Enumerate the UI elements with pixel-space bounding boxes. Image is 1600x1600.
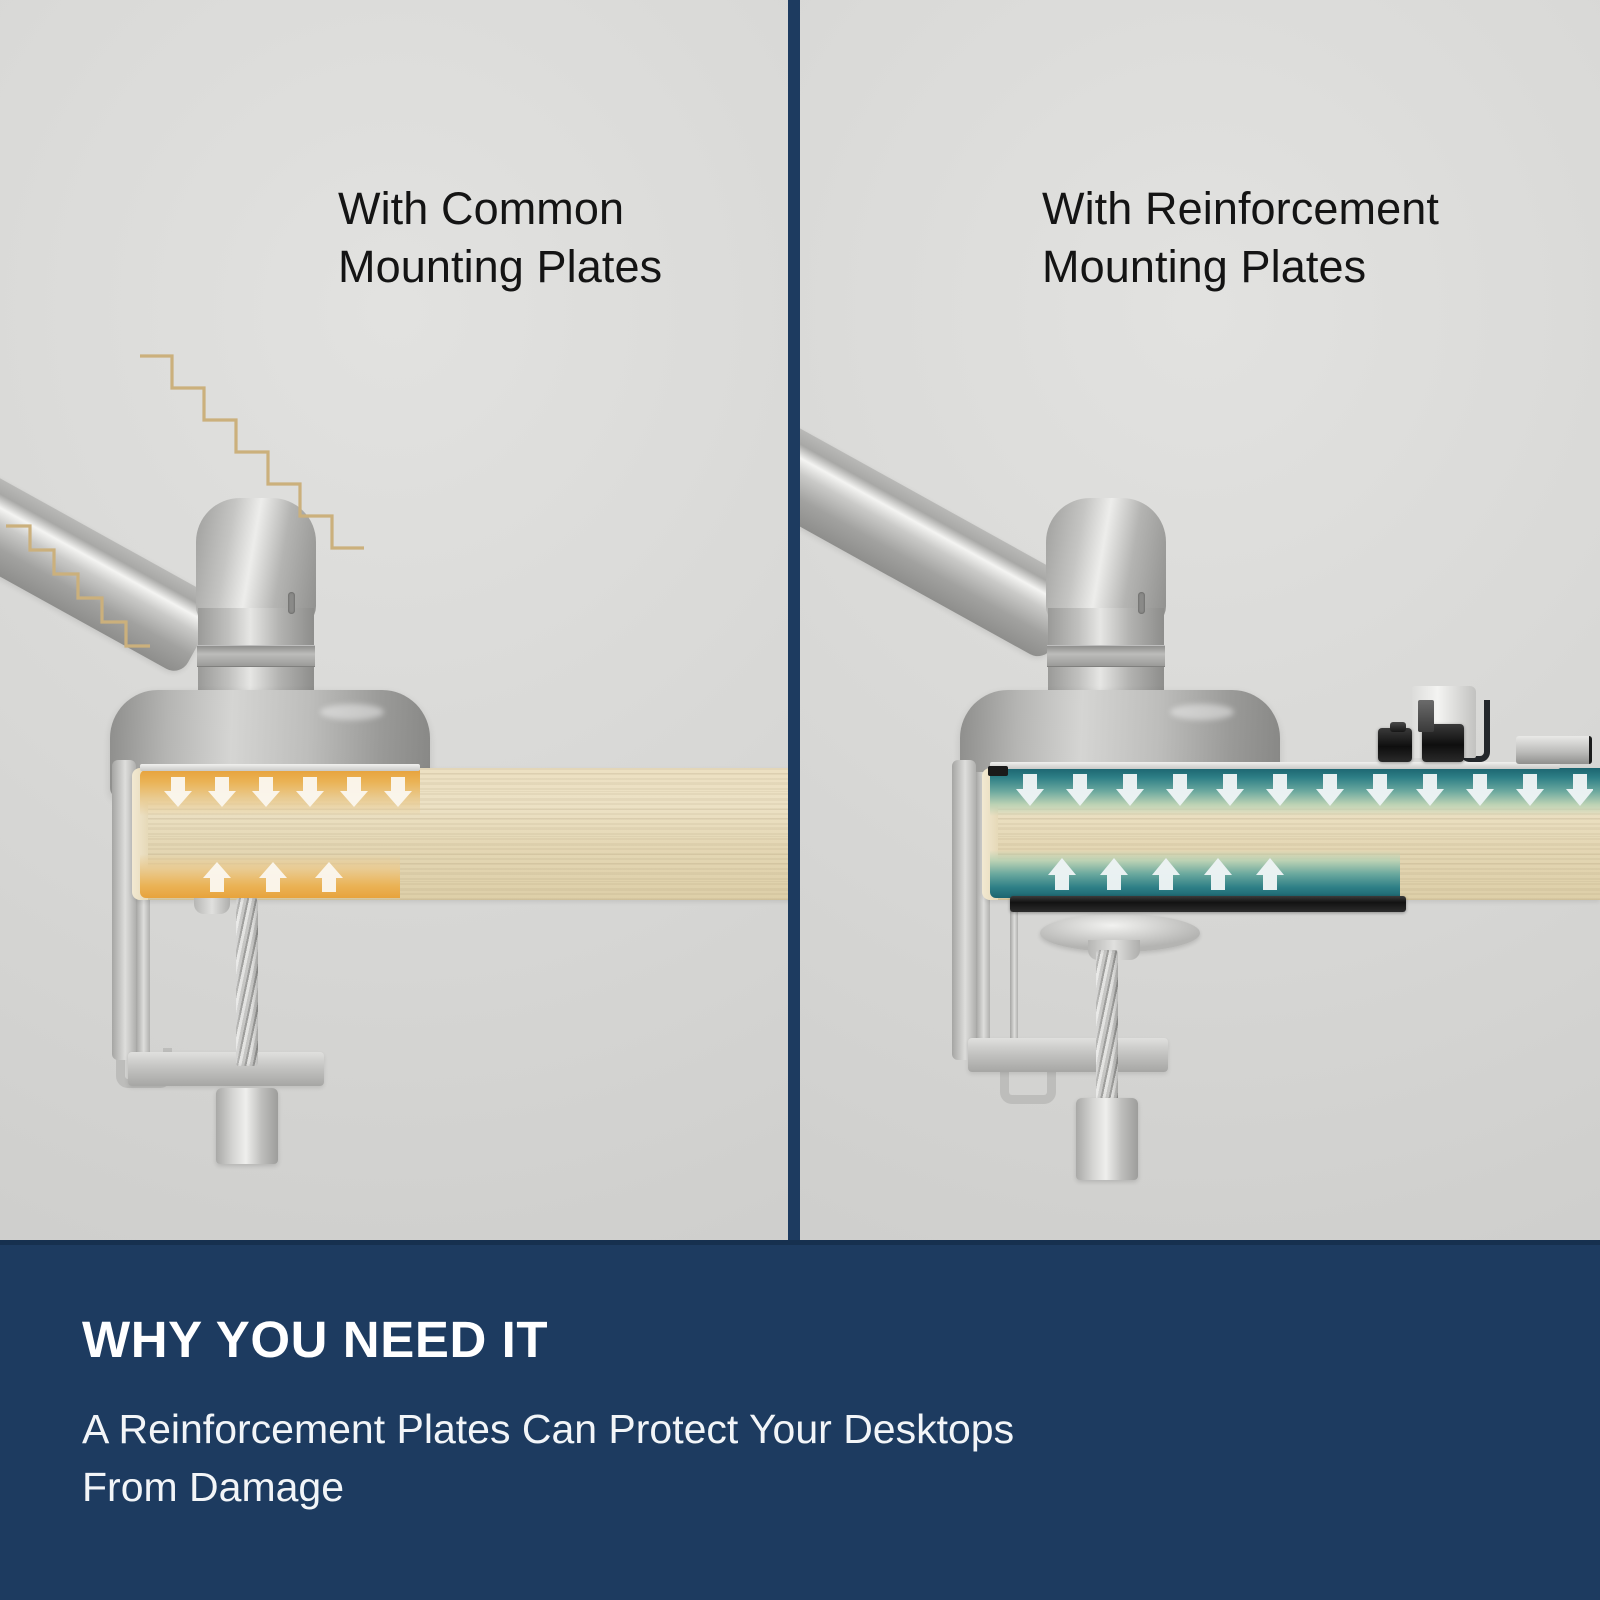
clamp-strut-right — [1010, 910, 1018, 1060]
hardware-block-right — [1516, 736, 1592, 764]
panel-reinforcement-mounting-plates — [800, 0, 1600, 1240]
comparison-panels: With Common Mounting Plates With Reinfor… — [0, 0, 1600, 1240]
arm-collar-left — [197, 645, 315, 667]
panel-title-left: With Common Mounting Plates — [338, 183, 663, 292]
bracket-leg-right — [1460, 700, 1490, 762]
common-plate-top-left — [140, 764, 420, 771]
why-you-need-it-banner: WHY YOU NEED IT A Reinforcement Plates C… — [0, 1240, 1600, 1600]
arm-port-right — [1138, 592, 1145, 614]
reinforcement-plate-end-nub-right — [988, 766, 1008, 776]
pressure-arrow-up-group-left — [200, 860, 365, 896]
arm-port-left — [288, 592, 295, 614]
panel-background-right — [800, 0, 1600, 1240]
stress-band-top-right — [990, 768, 1600, 816]
panel-title-right: With Reinforcement Mounting Plates — [1042, 183, 1439, 292]
arm-collar-right — [1047, 645, 1165, 667]
arm-elbow-right — [1046, 498, 1166, 628]
banner-heading: WHY YOU NEED IT — [82, 1311, 549, 1368]
clamp-vertical-column-right — [952, 760, 976, 1060]
arm-elbow-left — [196, 498, 316, 628]
panel-divider — [788, 0, 800, 1240]
pressure-arrow-up-group-right — [1045, 856, 1335, 894]
pressure-arrow-down-group-left — [161, 775, 416, 811]
clamp-screw-right — [1096, 950, 1118, 1110]
clamp-screw-left — [236, 898, 258, 1066]
clamp-hook-right — [1000, 1062, 1056, 1104]
panel-common-mounting-plates — [0, 0, 788, 1240]
clamp-knob-left — [216, 1088, 278, 1164]
reinforcement-plate-top-right — [990, 762, 1560, 769]
vibration-wave-upper-left — [138, 348, 368, 583]
vibration-wave-lower-left — [4, 520, 154, 680]
bracket-grip-right — [1418, 700, 1434, 732]
hardware-knob-a-right — [1378, 728, 1412, 762]
reinforcement-plate-bottom-right — [1010, 896, 1406, 912]
clamp-lower-arm-left — [128, 1052, 324, 1086]
banner-subheading: A Reinforcement Plates Can Protect Your … — [82, 1406, 1015, 1511]
clamp-lower-arm-right — [968, 1038, 1168, 1072]
pressure-arrow-down-group-right — [1013, 772, 1593, 810]
clamp-knob-right — [1076, 1098, 1138, 1180]
hardware-knob-cap-right — [1390, 722, 1406, 732]
